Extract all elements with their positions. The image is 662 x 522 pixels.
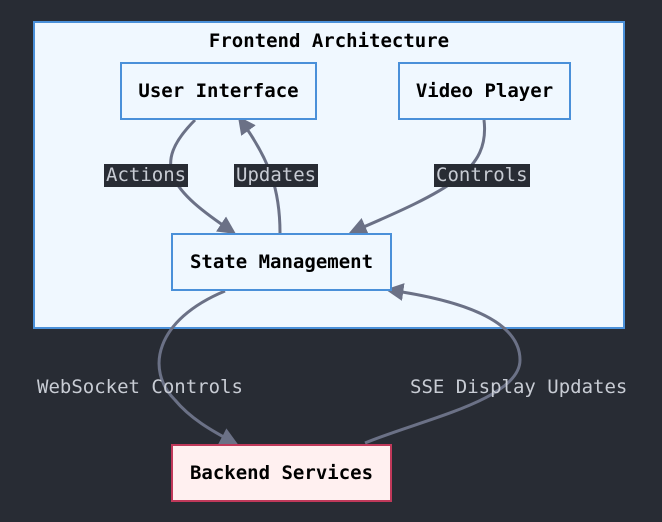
edge-sse-display-updates [364, 283, 522, 445]
node-video-player: Video Player [398, 62, 571, 120]
edge-label-websocket-controls: WebSocket Controls [37, 376, 243, 398]
node-user-interface-label: User Interface [138, 80, 299, 102]
edge-label-controls: Controls [434, 164, 530, 187]
node-state-management-label: State Management [189, 251, 374, 273]
edge-label-sse-display-updates: SSE Display Updates [410, 376, 628, 398]
node-backend-services: Backend Services [171, 444, 392, 502]
node-user-interface: User Interface [120, 62, 317, 120]
node-state-management: State Management [171, 233, 392, 291]
node-video-player-label: Video Player [415, 80, 554, 102]
edge-label-actions: Actions [104, 164, 189, 187]
edge-websocket-controls [157, 289, 239, 445]
cluster-title: Frontend Architecture [208, 30, 450, 52]
node-backend-services-label: Backend Services [189, 462, 374, 484]
edge-label-updates: Updates [234, 164, 319, 187]
